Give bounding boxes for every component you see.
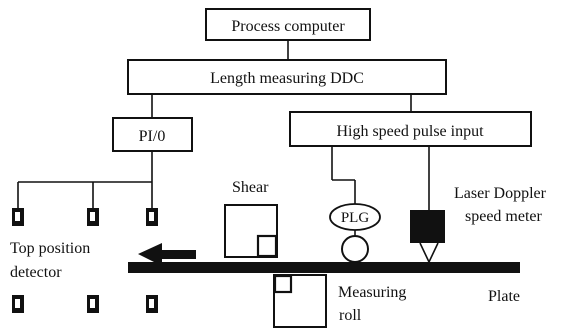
plg-node: PLG xyxy=(329,203,381,231)
pio-node: PI/0 xyxy=(112,117,193,152)
pulse-input-box xyxy=(289,111,532,147)
detector-icon xyxy=(146,208,158,226)
top-detectors-lower xyxy=(12,295,158,313)
length-ddc-label: Length measuring DDC xyxy=(210,70,364,87)
detector-bus xyxy=(17,151,153,208)
detector-icon xyxy=(87,295,99,313)
plate-strip xyxy=(128,262,520,273)
detector-icon xyxy=(87,208,99,226)
detector-icon xyxy=(146,295,158,313)
pulse-input-node: High speed pulse input xyxy=(289,111,532,147)
pulse-input-label: High speed pulse input xyxy=(336,123,484,140)
length-ddc-box xyxy=(127,59,447,95)
pio-box xyxy=(112,117,193,152)
laser-label-1: Laser Doppler xyxy=(454,185,547,202)
process-computer-box xyxy=(205,8,371,41)
top-position-label-2: detector xyxy=(10,264,62,281)
direction-arrow-icon xyxy=(138,243,196,266)
laser-beam-icon xyxy=(419,242,439,264)
measuring-roll-label-1: Measuring xyxy=(338,284,406,301)
process-computer-label: Process computer xyxy=(231,18,345,35)
top-detectors-upper xyxy=(12,208,158,226)
plate-label: Plate xyxy=(488,288,520,305)
process-computer-node: Process computer xyxy=(205,8,371,41)
laser-doppler-icon xyxy=(410,210,445,243)
measuring-roll-wheel-icon xyxy=(341,235,369,263)
detector-icon xyxy=(12,208,24,226)
pio-label: PI/0 xyxy=(139,128,166,145)
shear-icon xyxy=(224,204,278,258)
measuring-roll-label-2: roll xyxy=(339,307,362,324)
detector-icon xyxy=(12,295,24,313)
top-position-label-1: Top position xyxy=(10,240,90,257)
measuring-roll-icon xyxy=(273,274,327,328)
plg-label: PLG xyxy=(341,210,370,226)
laser-label-2: speed meter xyxy=(465,208,543,225)
length-ddc-node: Length measuring DDC xyxy=(127,59,447,95)
shear-label: Shear xyxy=(232,179,269,196)
